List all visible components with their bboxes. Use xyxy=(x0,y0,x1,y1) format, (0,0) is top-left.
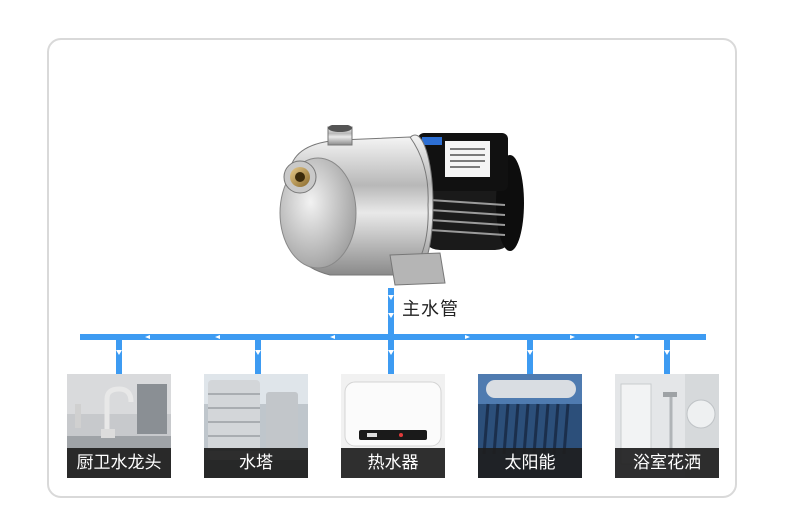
outlet-label: 浴室花洒 xyxy=(615,448,719,478)
outlet-solar-heater-tile: 太阳能 xyxy=(478,374,582,478)
outlet-label: 厨卫水龙头 xyxy=(67,448,171,478)
outlet-label: 热水器 xyxy=(341,448,445,478)
outlet-water-heater-tile: 热水器 xyxy=(341,374,445,478)
outlet-label: 水塔 xyxy=(204,448,308,478)
outlet-label: 太阳能 xyxy=(478,448,582,478)
water-pump-image xyxy=(270,125,530,290)
outlet-shower-tile: 浴室花洒 xyxy=(615,374,719,478)
outlet-water-tower-tile: 水塔 xyxy=(204,374,308,478)
outlet-faucet-tile: 厨卫水龙头 xyxy=(67,374,171,478)
main-pipe-label: 主水管 xyxy=(402,299,459,320)
